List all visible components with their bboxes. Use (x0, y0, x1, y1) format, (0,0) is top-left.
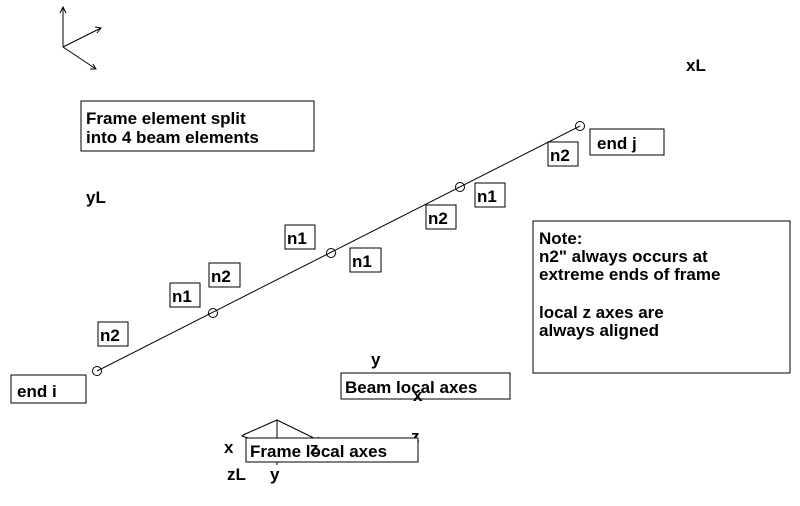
node-end-j (575, 121, 585, 131)
note-line-2: n2" always occurs at (539, 247, 708, 266)
node-2 (208, 308, 218, 318)
node-4 (455, 182, 465, 192)
node-label-box: n2 (547, 141, 579, 167)
beam-axes-title: Beam local axes (345, 378, 477, 397)
node-label-n2: n2 (100, 326, 120, 345)
node-label-n2: n2 (550, 146, 570, 165)
frame-split-note: Frame element split into 4 beam elements (80, 100, 315, 152)
node-label-box: n1 (169, 282, 201, 308)
note-line-5: always aligned (539, 321, 659, 340)
end-i-label-box: end i (10, 374, 87, 404)
frame-z-label: z (310, 439, 319, 458)
node-label-n1: n1 (477, 187, 497, 206)
node-label-n2: n2 (211, 267, 231, 286)
frame-note-line-1: Frame element split (86, 109, 246, 128)
beam-z-label: z (411, 427, 420, 446)
end-j-label-box: end j (589, 128, 665, 156)
frame-axes-box: Frame local axes (245, 437, 419, 463)
beam-axes-box: Beam local axes (340, 372, 511, 400)
node-label-n1: n1 (172, 287, 192, 306)
frame-note-line-2: into 4 beam elements (86, 128, 259, 147)
frame-element-line (96, 125, 581, 372)
end-j-label: end j (597, 134, 637, 153)
end-i-label: end i (17, 382, 57, 401)
node-end-i (92, 366, 102, 376)
note-line-1: Note: (539, 229, 582, 248)
beam-x-label: x (413, 386, 423, 405)
node-label-box: n2 (97, 321, 129, 347)
node-label-box: n1 (284, 224, 316, 250)
global-z-label: zL (227, 465, 246, 484)
note-box: Note: n2" always occurs at extreme ends … (532, 220, 791, 374)
node-label-box: n2 (425, 204, 457, 230)
frame-axes-title: Frame local axes (250, 442, 387, 461)
note-line-4: local z axes are (539, 303, 664, 322)
node-label-box: n1 (349, 247, 382, 273)
global-x-label: xL (686, 56, 706, 75)
node-3 (326, 248, 336, 258)
node-label-n1: n1 (352, 252, 372, 271)
beam-y-label: y (371, 350, 381, 369)
node-label-box: n1 (474, 182, 506, 208)
global-y-label: yL (86, 188, 106, 207)
node-label-n2: n2 (428, 209, 448, 228)
node-label-box: n2 (208, 262, 241, 288)
node-label-n1: n1 (287, 229, 307, 248)
frame-y-label: y (270, 465, 280, 484)
global-axes-icon (59, 5, 102, 70)
note-line-3: extreme ends of frame (539, 265, 720, 284)
frame-x-label: x (224, 438, 234, 457)
